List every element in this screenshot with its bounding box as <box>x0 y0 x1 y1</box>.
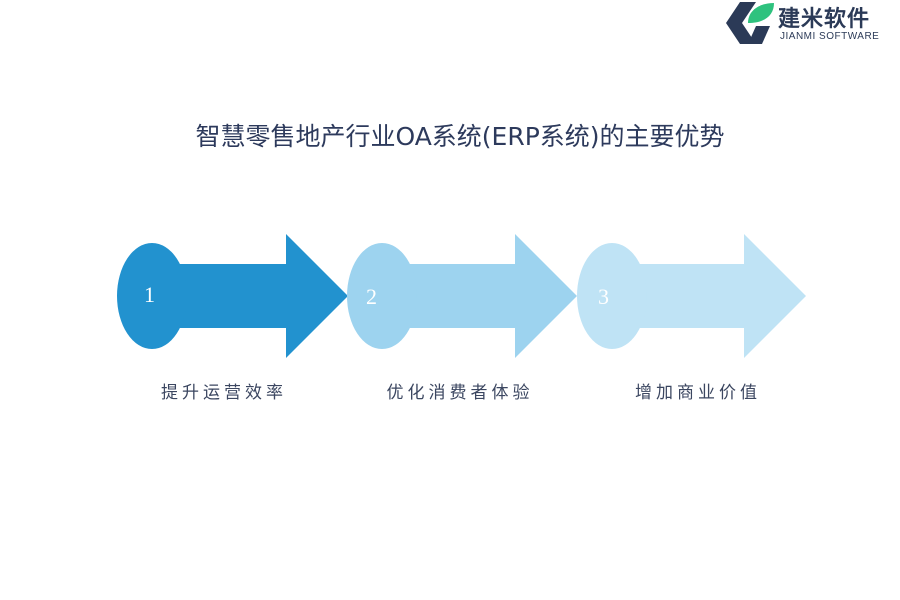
step-circle-2 <box>347 243 417 349</box>
page-title: 智慧零售地产行业OA系统(ERP系统)的主要优势 <box>195 122 725 151</box>
step-circle-3 <box>577 243 647 349</box>
step-number-1: 1 <box>144 282 155 307</box>
step-number-3: 3 <box>598 284 609 309</box>
brand-subtitle: JIANMI SOFTWARE <box>780 31 880 42</box>
step-number-2: 2 <box>366 284 377 309</box>
step-label-3: 增加商业价值 <box>635 383 761 403</box>
step-arrow-3: 3 <box>577 234 806 358</box>
step-shape-2 <box>382 234 577 358</box>
step-arrow-2: 2 <box>347 234 577 358</box>
step-shape-1 <box>152 234 348 358</box>
step-shape-3 <box>612 234 806 358</box>
step-circle-1 <box>117 243 187 349</box>
step-label-1: 提升运营效率 <box>161 383 287 403</box>
brand-name: 建米软件 <box>778 7 871 32</box>
step-label-2: 优化消费者体验 <box>386 383 534 403</box>
brand-logo: 建米软件 JIANMI SOFTWARE <box>726 0 900 48</box>
step-arrow-1: 1 <box>117 234 348 358</box>
jianmi-logo-icon <box>726 2 774 44</box>
